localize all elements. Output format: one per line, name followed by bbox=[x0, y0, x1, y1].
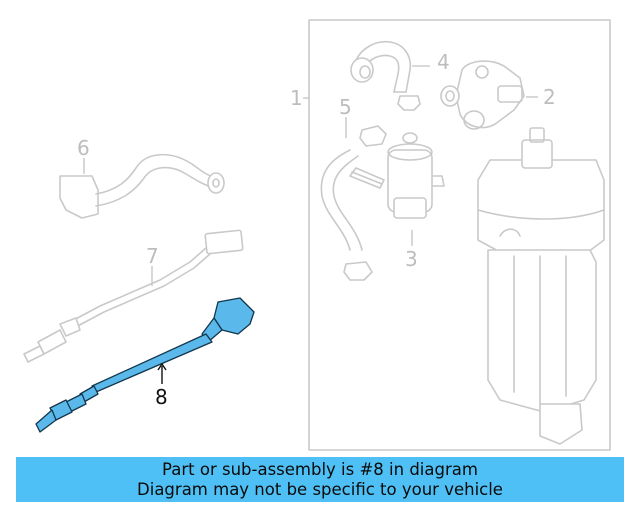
callout-6: 6 bbox=[77, 136, 90, 160]
callout-3: 3 bbox=[405, 247, 418, 271]
charcoal-canister bbox=[477, 127, 605, 445]
banner-line-1: Part or sub-assembly is #8 in diagram bbox=[162, 459, 478, 479]
parts-diagram: 1 4 2 5 3 bbox=[23, 19, 611, 451]
callout-4: 4 bbox=[437, 50, 450, 74]
callout-2: 2 bbox=[543, 85, 556, 109]
part-5-hose bbox=[320, 125, 387, 281]
part-7-oxygen-sensor bbox=[23, 229, 244, 363]
part-4-clamp bbox=[397, 95, 421, 111]
banner-line-2: Diagram may not be specific to your vehi… bbox=[137, 479, 503, 499]
part-6-hose bbox=[59, 153, 225, 219]
assembly-frame bbox=[308, 19, 611, 451]
callout-7: 7 bbox=[146, 244, 159, 268]
part-info-banner: Part or sub-assembly is #8 in diagram Di… bbox=[16, 457, 624, 502]
part-2-valve bbox=[440, 60, 525, 130]
callout-8: 8 bbox=[155, 385, 168, 409]
callout-5: 5 bbox=[339, 95, 352, 119]
part-4-hose bbox=[350, 40, 412, 93]
part-3-filter bbox=[349, 132, 445, 219]
callout-1: 1 bbox=[290, 86, 303, 110]
part-8-oxygen-sensor bbox=[35, 297, 255, 433]
